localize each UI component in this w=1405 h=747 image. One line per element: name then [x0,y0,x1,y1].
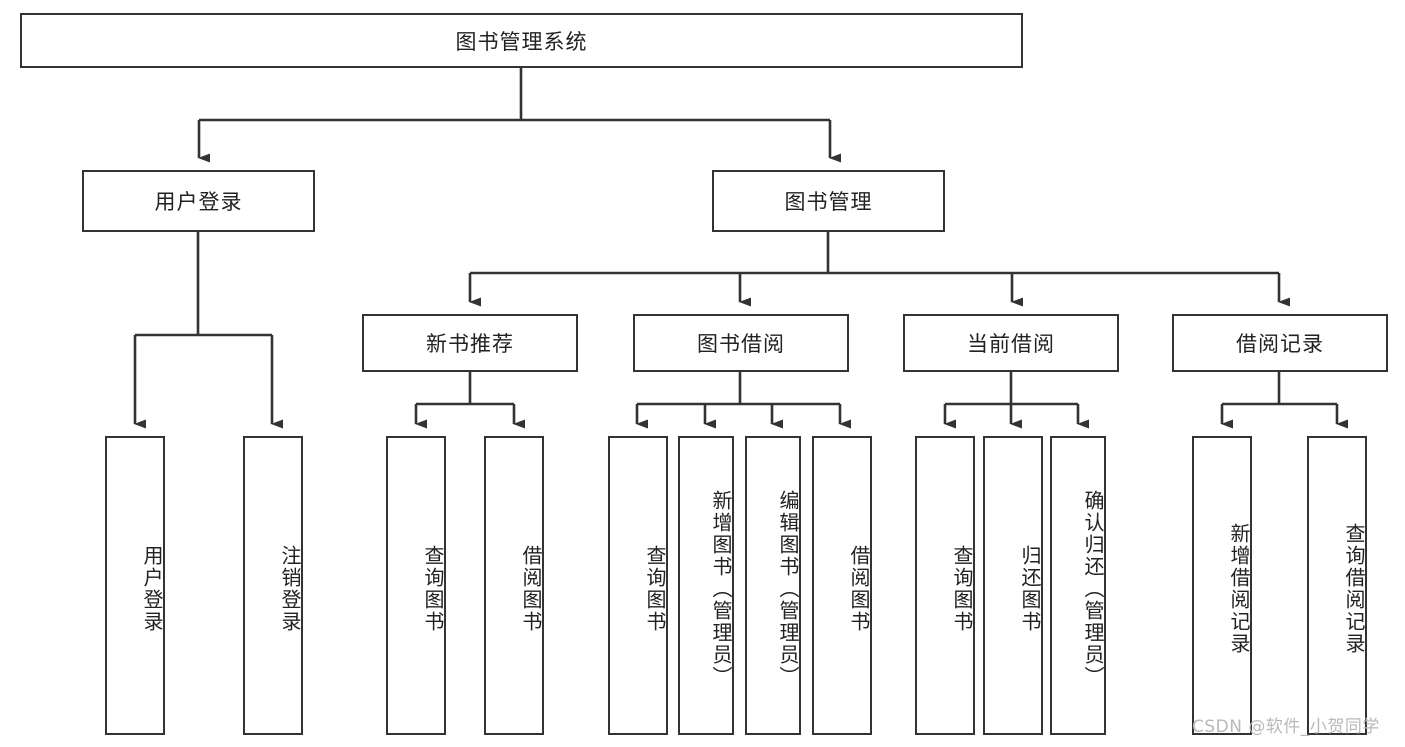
leaf-query-book-recommend[interactable]: 查询图书 [386,436,446,735]
node-book-manage[interactable]: 图书管理 [712,170,945,232]
leaf-add-book-admin[interactable]: 新增图书（管理员） [678,436,734,735]
leaf-return-book[interactable]: 归还图书 [983,436,1043,735]
leaf-query-book-borrow[interactable]: 查询图书 [608,436,668,735]
leaf-borrow-book-recommend[interactable]: 借阅图书 [484,436,544,735]
node-book-borrow[interactable]: 图书借阅 [633,314,849,372]
leaf-query-borrow-record[interactable]: 查询借阅记录 [1307,436,1367,735]
node-new-book-recommend[interactable]: 新书推荐 [362,314,578,372]
leaf-add-borrow-record[interactable]: 新增借阅记录 [1192,436,1252,735]
node-current-borrow[interactable]: 当前借阅 [903,314,1119,372]
node-user-login[interactable]: 用户登录 [82,170,315,232]
csdn-watermark: CSDN @软件_小贺同学 [1192,717,1380,737]
leaf-borrow-book[interactable]: 借阅图书 [812,436,872,735]
node-borrow-record[interactable]: 借阅记录 [1172,314,1388,372]
leaf-logout[interactable]: 注销登录 [243,436,303,735]
leaf-user-login[interactable]: 用户登录 [105,436,165,735]
leaf-edit-book-admin[interactable]: 编辑图书（管理员） [745,436,801,735]
node-root-system[interactable]: 图书管理系统 [20,13,1023,68]
leaf-confirm-return-admin[interactable]: 确认归还（管理员） [1050,436,1106,735]
leaf-query-book-current[interactable]: 查询图书 [915,436,975,735]
